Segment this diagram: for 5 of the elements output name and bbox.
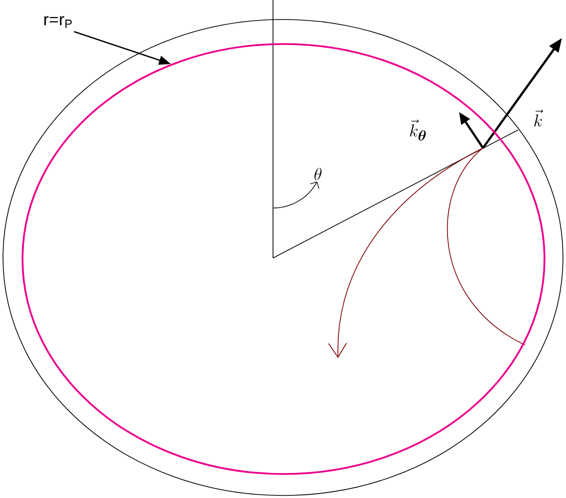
math-label: $\vec{k}$: [534, 110, 544, 127]
orbit-ellipse: [22, 43, 546, 475]
math-label: $\vec{k}_{\boldsymbol{\theta}}$: [410, 120, 426, 141]
math-label: $\theta$: [314, 168, 322, 180]
radius-label: r=r$_{P}$: [44, 16, 72, 28]
